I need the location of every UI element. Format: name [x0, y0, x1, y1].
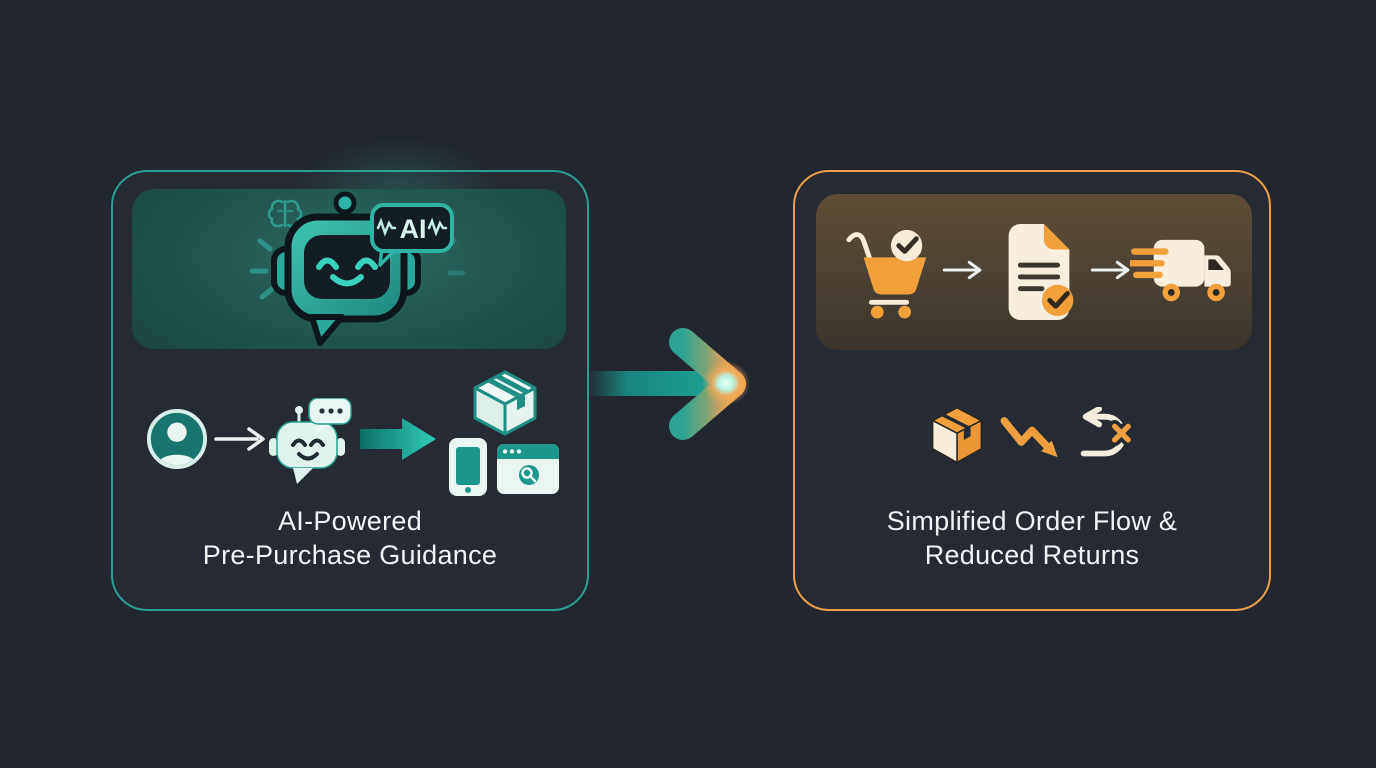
- package-box-icon: [473, 370, 537, 436]
- check-badge-icon: [1041, 284, 1074, 317]
- right-caption-line2: Reduced Returns: [924, 540, 1140, 570]
- arrow-tip-glow: [702, 361, 750, 405]
- downward-trend-arrow-icon: [1000, 417, 1058, 458]
- arrow-right-thin-icon: [942, 260, 982, 280]
- arrow-right-thin-icon: [1090, 260, 1130, 280]
- right-caption-line1: Simplified Order Flow &: [886, 506, 1178, 536]
- order-flow-panel: Simplified Order Flow & Reduced Returns: [793, 170, 1271, 611]
- smartphone-icon: [449, 438, 487, 496]
- speed-lines: [1130, 248, 1169, 279]
- robot-face-screen: [304, 235, 390, 299]
- gradient-flow-arrow-shaft: [586, 371, 714, 396]
- robot-speech-tail: [309, 314, 345, 346]
- ai-chatbot-mascot-illustration: AI: [249, 191, 466, 346]
- product-options-icons: [449, 370, 559, 496]
- chatbot-hero-banner: AI: [132, 189, 566, 349]
- left-caption-line2: Pre-Purchase Guidance: [202, 540, 498, 570]
- ai-badge-bubble: AI: [370, 203, 454, 267]
- user-avatar-icon: [146, 408, 208, 470]
- right-caption: Simplified Order Flow & Reduced Returns: [795, 504, 1269, 572]
- left-caption-line1: AI-Powered: [277, 506, 423, 536]
- arrow-right-thin-icon: [214, 427, 265, 451]
- sparkle-rays-icon: [249, 238, 275, 300]
- cart-approved-icon: [846, 229, 927, 319]
- waveform-left-icon: [376, 217, 397, 237]
- chat-bubble-dots: [308, 398, 352, 436]
- ai-guidance-panel: AI: [111, 114, 589, 611]
- ai-badge-text: AI: [400, 214, 427, 244]
- order-flow-hero-banner: [816, 194, 1252, 350]
- return-cancelled-icon: [1080, 407, 1134, 457]
- delivery-truck-icon: [1130, 239, 1231, 302]
- browser-search-icon: [497, 444, 559, 494]
- chatbot-chat-icon: [269, 398, 352, 484]
- package-box-icon: [931, 407, 983, 464]
- x-mark-icon: [1108, 420, 1134, 447]
- arrow-right-solid-icon: [360, 418, 436, 460]
- left-caption: AI-Powered Pre-Purchase Guidance: [113, 504, 587, 572]
- order-document-confirmed-icon: [1008, 223, 1074, 321]
- check-badge-icon: [890, 229, 923, 262]
- robot-happy-face: [316, 257, 378, 287]
- waveform-right-icon: [427, 217, 448, 237]
